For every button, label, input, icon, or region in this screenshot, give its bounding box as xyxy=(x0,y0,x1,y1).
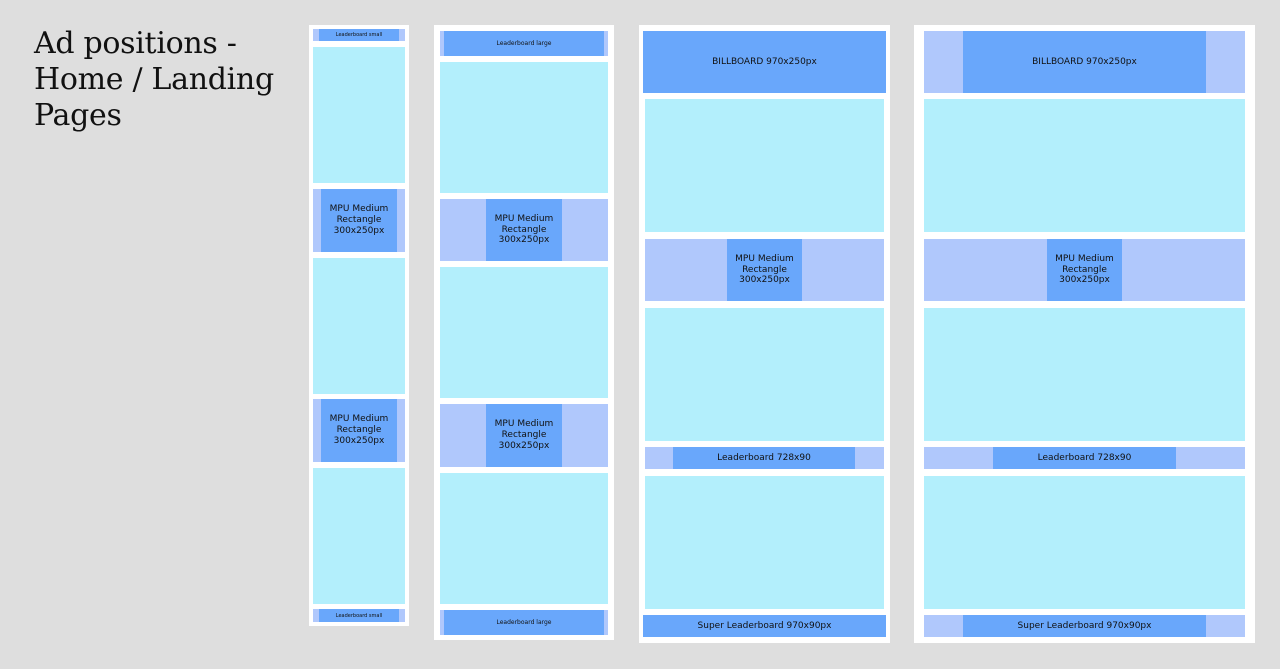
billboard-ad: BILLBOARD 970x250px xyxy=(963,31,1206,93)
content-block xyxy=(645,99,884,232)
content-block xyxy=(924,308,1245,441)
super-leaderboard-ad: Super Leaderboard 970x90px xyxy=(643,615,886,637)
mpu-ad-1: MPU Medium Rectangle 300x250px xyxy=(321,189,397,252)
mpu-ad: MPU Medium Rectangle 300x250px xyxy=(727,239,802,301)
leaderboard-large-ad-bottom: Leaderboard large xyxy=(444,610,604,635)
leaderboard-728-ad: Leaderboard 728x90 xyxy=(673,447,855,469)
mpu-ad-2: MPU Medium Rectangle 300x250px xyxy=(321,399,397,462)
page-title: Ad positions - Home / Landing Pages xyxy=(34,26,274,133)
content-block xyxy=(645,476,884,609)
content-block xyxy=(313,258,405,394)
content-block xyxy=(924,99,1245,232)
content-block xyxy=(440,473,608,604)
layout-desktop: BILLBOARD 970x250px MPU Medium Rectangle… xyxy=(639,25,890,643)
layout-tablet: Leaderboard large MPU Medium Rectangle 3… xyxy=(434,25,614,640)
mpu-ad: MPU Medium Rectangle 300x250px xyxy=(1047,239,1122,301)
content-block xyxy=(313,468,405,604)
content-block xyxy=(645,308,884,441)
leaderboard-large-ad-top: Leaderboard large xyxy=(444,31,604,56)
layout-wide-desktop: BILLBOARD 970x250px MPU Medium Rectangle… xyxy=(914,25,1255,643)
billboard-ad: BILLBOARD 970x250px xyxy=(643,31,886,93)
leaderboard-small-ad-top: Leaderboard small xyxy=(319,29,399,41)
content-block xyxy=(440,62,608,193)
content-block xyxy=(440,267,608,398)
layout-mobile: Leaderboard small MPU Medium Rectangle 3… xyxy=(309,25,409,626)
content-block xyxy=(313,47,405,183)
leaderboard-small-ad-bottom: Leaderboard small xyxy=(319,609,399,622)
mpu-ad-2: MPU Medium Rectangle 300x250px xyxy=(486,404,562,467)
content-block xyxy=(924,476,1245,609)
super-leaderboard-ad: Super Leaderboard 970x90px xyxy=(963,615,1206,637)
leaderboard-728-ad: Leaderboard 728x90 xyxy=(993,447,1176,469)
mpu-ad-1: MPU Medium Rectangle 300x250px xyxy=(486,199,562,261)
